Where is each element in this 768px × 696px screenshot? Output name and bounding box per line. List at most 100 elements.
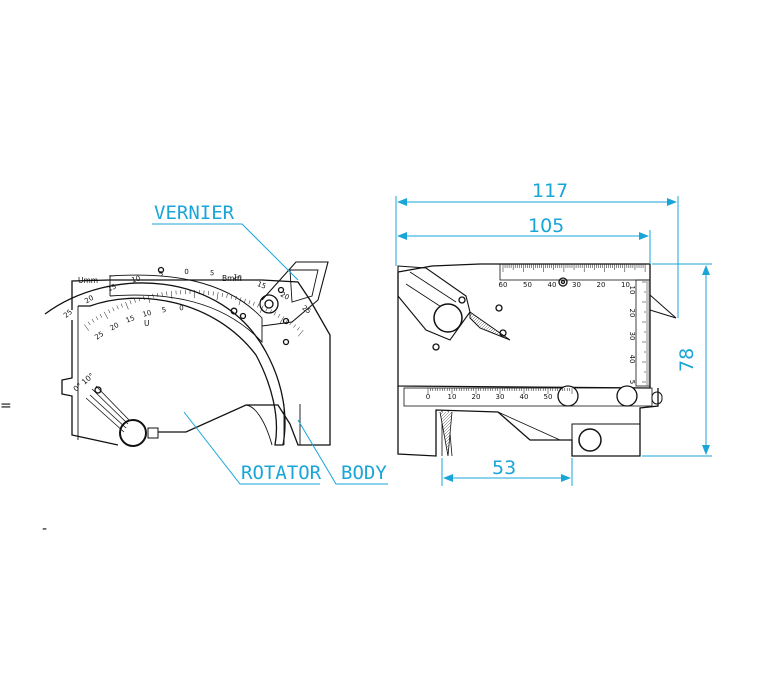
bottom-ruler-label: 40 <box>520 393 529 401</box>
arc-inner-label: 0 <box>179 304 184 312</box>
arc-tick <box>226 293 228 298</box>
vernier-arm <box>261 261 329 327</box>
arc-tick <box>298 329 304 337</box>
arc-tick <box>269 309 272 314</box>
rotator-callout: ROTATOR <box>241 462 322 484</box>
side-ruler-ticks <box>642 281 650 387</box>
arc-inner-label: 10 <box>142 309 153 319</box>
slider-offset-dimension: 53 <box>492 457 516 479</box>
arc-outer-label: 20 <box>279 290 291 301</box>
arc-tick <box>134 298 136 303</box>
arc-tick <box>95 316 99 321</box>
left-callouts: VERNIER ROTATOR BODY <box>152 202 388 485</box>
top-ruler-label: 10 <box>621 281 630 289</box>
height-dimension: 78 <box>676 348 698 372</box>
arc-outer-label: 15 <box>106 283 117 294</box>
arc-tick <box>244 298 246 303</box>
arc-inner-label: 25 <box>93 330 105 342</box>
arc-outer-label: 10 <box>232 273 243 283</box>
bottom-ruler-label: 30 <box>496 393 505 401</box>
arc-tick <box>161 292 163 297</box>
u-unit-label: Umm <box>78 276 98 285</box>
arc-tick <box>212 291 214 296</box>
rotator-knob <box>119 419 147 447</box>
arc-tick <box>156 292 159 297</box>
arc-tick <box>259 305 264 314</box>
bottom-stray-mark: - <box>42 521 47 537</box>
bottom-ruler-label: 20 <box>472 393 481 401</box>
arc-outer-label: 5 <box>158 270 164 279</box>
top-ruler-ticks <box>502 264 646 272</box>
right-view <box>397 263 677 457</box>
arc-tick <box>103 311 109 319</box>
arc-inner-label: 5 <box>161 306 167 315</box>
overall-width-dimension: 117 <box>532 180 568 202</box>
top-ruler-label: 40 <box>548 281 557 289</box>
arc-tick <box>289 321 293 326</box>
rotator-outline <box>44 282 286 446</box>
arc-minor-ticks <box>83 290 304 337</box>
side-ruler-label: 30 <box>628 332 636 341</box>
arc-tick <box>216 292 219 301</box>
arc-tick <box>87 321 91 326</box>
rotating-arm <box>397 265 471 341</box>
angle-marks-label: 0° 10° <box>72 371 97 394</box>
arc-tick <box>91 318 95 323</box>
bottom-ruler-label: 50 <box>544 393 553 401</box>
bottom-ruler-labels: 0 10 20 30 40 50 <box>426 393 553 401</box>
arc-tick <box>277 313 281 318</box>
arc-tick <box>257 303 260 308</box>
arc-tick <box>120 303 123 308</box>
arc-tick <box>108 309 111 314</box>
side-ruler-label: 10 <box>628 286 636 295</box>
arc-tick <box>143 296 145 301</box>
arc-tick <box>230 294 233 299</box>
arc-tick <box>99 313 103 318</box>
arc-outer-label: 20 <box>83 294 95 305</box>
b-unit-label: Bmm <box>222 274 242 283</box>
body-width-dimension: 105 <box>528 215 564 237</box>
arc-tick <box>285 318 289 323</box>
arc-outer-label: 0 <box>184 268 189 276</box>
arc-tick <box>166 291 168 296</box>
arc-tick <box>248 300 251 305</box>
u-symbol-label: U <box>144 319 150 328</box>
arc-tick <box>147 294 151 303</box>
top-ruler-label: 60 <box>499 281 508 289</box>
bottom-ruler-label: 10 <box>448 393 457 401</box>
top-ruler-label: 50 <box>523 281 532 289</box>
body-outline <box>61 279 331 446</box>
left-view <box>44 261 331 447</box>
bottom-ruler-label: 0 <box>426 393 430 401</box>
arc-tick <box>112 307 115 312</box>
arc-tick <box>235 296 237 301</box>
arc-tick <box>279 316 285 324</box>
arc-outer-label: 25 <box>300 304 312 316</box>
arc-tick <box>125 301 129 310</box>
arc-outer-label: 25 <box>62 308 74 320</box>
arc-outer-ticks: 25 20 15 10 5 0 5 10 15 20 25 <box>62 268 312 320</box>
side-ruler-label: 5 <box>628 380 636 384</box>
bottom-ruler-ticks <box>427 388 573 394</box>
body-callout: BODY <box>341 462 387 484</box>
arc-tick <box>296 327 300 331</box>
arc-inner-label: 15 <box>125 314 136 325</box>
side-ruler-label: 40 <box>628 355 636 364</box>
arc-tick <box>138 297 141 302</box>
arc-tick <box>293 324 297 328</box>
arc-tick <box>265 307 268 312</box>
slider-knob <box>578 428 602 452</box>
arc-tick <box>116 305 119 310</box>
arc-tick <box>273 311 277 316</box>
arc-tick <box>129 300 132 305</box>
arc-outer-label: 10 <box>131 274 142 284</box>
arc-outer-label: 15 <box>256 280 267 291</box>
arc-tick <box>152 293 154 298</box>
arc-tick <box>238 297 242 306</box>
arc-tick <box>252 301 255 306</box>
